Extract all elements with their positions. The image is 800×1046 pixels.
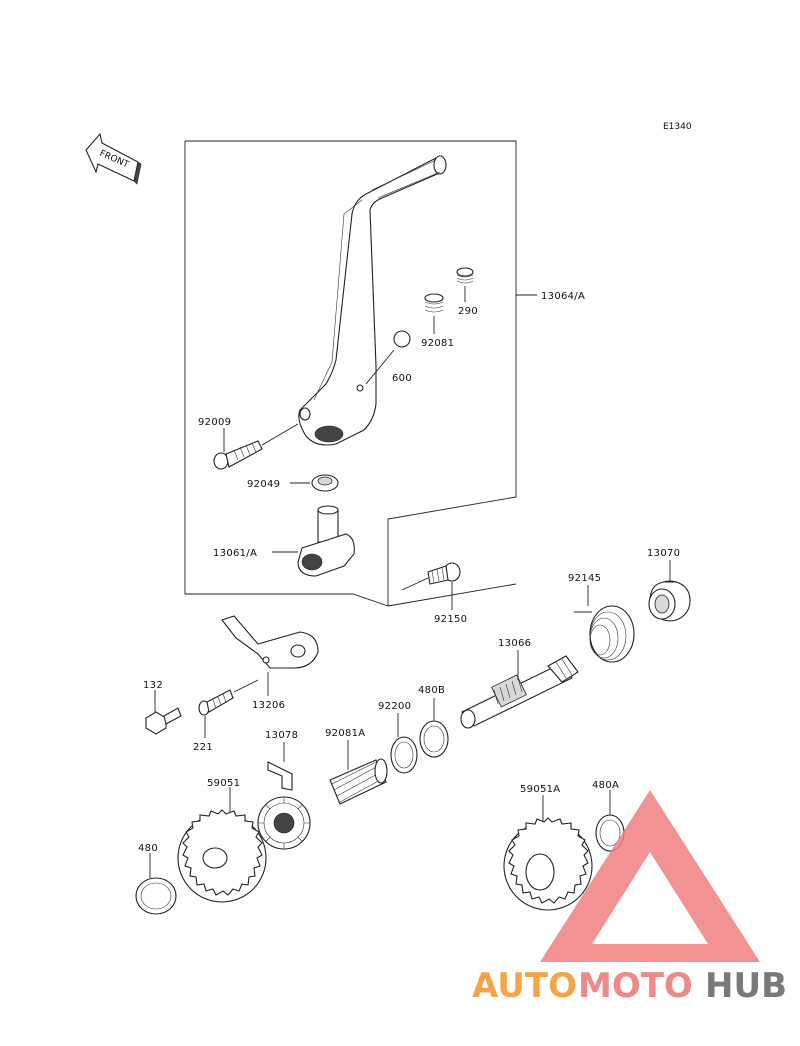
- callout-59051a: 59051A: [520, 784, 560, 795]
- gear-59051a-part: 59051A: [503, 784, 593, 911]
- callout-92150: 92150: [434, 614, 467, 625]
- spring-92081-part: 92081: [421, 293, 454, 349]
- watermark-auto: AUTO: [472, 966, 577, 1006]
- callout-13206: 13206: [252, 700, 285, 711]
- shaft-13066-part: 13066: [460, 638, 579, 729]
- callout-480a: 480A: [592, 780, 619, 791]
- callout-92200: 92200: [378, 701, 411, 712]
- callout-221: 221: [193, 742, 213, 753]
- callout-92081: 92081: [421, 338, 454, 349]
- bolt-92150-part: 92150: [401, 562, 467, 625]
- callout-480: 480: [138, 843, 158, 854]
- diagram-code: E1340: [663, 122, 692, 132]
- gear-59051-part: 59051: [177, 778, 267, 903]
- ball-600-part: 600: [365, 330, 412, 385]
- automotohub-logo: [540, 790, 760, 962]
- spring-290-part: 290: [456, 267, 478, 317]
- callout-13078: 13078: [265, 730, 298, 741]
- watermark-moto: MOTO: [578, 966, 693, 1006]
- front-arrow-icon: FRONT: [85, 132, 142, 185]
- automotohub-wordmark: AUTO MOTO HUB: [472, 966, 787, 1006]
- callout-92145: 92145: [568, 573, 601, 584]
- callout-13066: 13066: [498, 638, 531, 649]
- washer-92200-part: 92200: [378, 701, 418, 774]
- circlip-480-part: 480: [135, 843, 177, 915]
- bolt-92009-part: 92009: [198, 417, 299, 470]
- circlip-480b-part: 480B: [418, 685, 449, 758]
- spring-92145-part: 92145: [568, 573, 635, 663]
- collar-13070-part: 13070: [647, 548, 691, 622]
- ratchet-13206-part: 13206: [221, 615, 319, 711]
- bolt-132-part: 132: [143, 680, 182, 735]
- callout-13061a: 13061/A: [213, 548, 257, 559]
- callout-600: 600: [392, 373, 412, 384]
- bolt-221-part: 221: [193, 679, 259, 753]
- callout-59051: 59051: [207, 778, 240, 789]
- washer-92049-part: 92049: [247, 474, 339, 492]
- callout-92049: 92049: [247, 479, 280, 490]
- kick-lever-part: [298, 155, 447, 446]
- callout-290: 290: [458, 306, 478, 317]
- callout-13070: 13070: [647, 548, 680, 559]
- spring-92081a-part: 92081A: [325, 728, 388, 805]
- shaft-13061a-part: 13061/A: [213, 505, 355, 577]
- callout-13064a: 13064/A: [541, 291, 585, 302]
- callout-480b: 480B: [418, 685, 445, 696]
- watermark-hub: HUB: [705, 966, 787, 1006]
- ratchet-13078-part: 13078: [257, 730, 311, 850]
- callout-132: 132: [143, 680, 163, 691]
- callout-92081a: 92081A: [325, 728, 365, 739]
- callout-92009: 92009: [198, 417, 231, 428]
